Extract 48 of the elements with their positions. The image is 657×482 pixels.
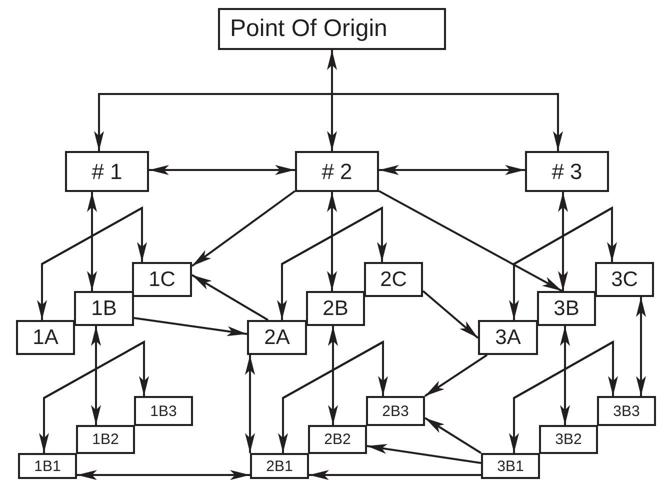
arrow bbox=[245, 355, 255, 453]
arrow bbox=[424, 417, 482, 454]
arrow bbox=[636, 297, 646, 396]
arrow bbox=[366, 444, 482, 464]
arrow bbox=[424, 354, 488, 397]
label-box: 3A bbox=[478, 320, 538, 355]
label-box: # 2 bbox=[295, 151, 379, 192]
label-box: # 3 bbox=[525, 151, 609, 192]
arrow bbox=[309, 470, 481, 480]
arrow bbox=[87, 192, 97, 291]
arrow bbox=[44, 340, 149, 399]
label-box: 2B1 bbox=[250, 453, 309, 479]
label-box: 1B1 bbox=[18, 453, 77, 479]
label-box: 2C bbox=[364, 262, 423, 297]
arrow bbox=[191, 274, 269, 321]
arrow bbox=[379, 165, 525, 175]
arrow bbox=[514, 206, 617, 265]
arrow bbox=[328, 326, 338, 425]
label-box: 2A bbox=[247, 320, 307, 355]
arrow bbox=[378, 190, 562, 292]
label-box: Point Of Origin bbox=[218, 8, 446, 50]
label-box: 1B2 bbox=[76, 425, 135, 454]
label-box: 2B bbox=[306, 291, 365, 326]
label-box: 1B bbox=[74, 291, 134, 326]
label-box: 1B3 bbox=[134, 396, 193, 426]
label-box: 3B3 bbox=[597, 396, 656, 426]
arrow bbox=[191, 190, 296, 267]
arrow bbox=[282, 340, 388, 399]
arrow bbox=[77, 470, 250, 480]
label-box: # 1 bbox=[65, 151, 149, 192]
arrow bbox=[91, 326, 101, 425]
label-box: 3B1 bbox=[481, 453, 540, 479]
arrow bbox=[422, 290, 479, 339]
label-box: 2B3 bbox=[366, 396, 425, 426]
arrow bbox=[149, 165, 295, 175]
label-box: 1A bbox=[16, 320, 75, 355]
label-box: 3B bbox=[537, 291, 596, 326]
arrow bbox=[134, 317, 248, 336]
arrow bbox=[42, 206, 147, 265]
label-box: 3B2 bbox=[539, 425, 598, 454]
arrow bbox=[282, 206, 387, 265]
arrow bbox=[327, 192, 337, 291]
label-box: 1C bbox=[132, 262, 192, 297]
label-box: 3C bbox=[595, 262, 654, 297]
arrow bbox=[560, 326, 570, 425]
arrow bbox=[514, 340, 618, 399]
arrow bbox=[558, 192, 568, 291]
label-box: 2B2 bbox=[308, 425, 367, 454]
